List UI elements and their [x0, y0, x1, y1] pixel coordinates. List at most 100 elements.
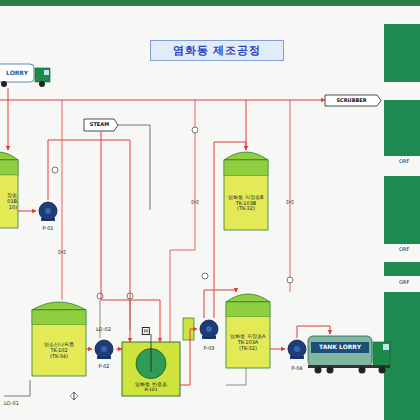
storage-tank: 염화동 저장조ATK-103A(TK-32) [226, 292, 270, 368]
side-panel [384, 176, 420, 244]
pump-casing [39, 202, 57, 220]
node-text-group: P-01 [36, 223, 60, 234]
tank-body [226, 302, 270, 368]
tank-body [32, 310, 86, 376]
steam-tag: STEAM [84, 119, 118, 131]
pump: P-01 [36, 200, 60, 234]
tag-outline [325, 95, 381, 106]
tag-label: ORF [399, 246, 409, 252]
pipe-connector [18, 211, 36, 212]
tag-label: LO-02 [96, 326, 111, 332]
truck-wheel [379, 367, 386, 374]
vent-pipe [170, 100, 195, 342]
side-panel [384, 100, 420, 156]
board-frame [0, 0, 420, 6]
pump-casing [95, 340, 113, 358]
truck-window [44, 70, 49, 75]
instrument-line [100, 300, 130, 338]
valve [287, 200, 293, 204]
node-text-group: SCRUBBER [326, 95, 377, 106]
storage-tank: 염화동 저장조BTK-103B(TK-32) [224, 150, 268, 230]
pump-casing [200, 320, 218, 338]
tank-outline [0, 150, 18, 228]
gauge [287, 277, 293, 283]
pump-eye [294, 346, 300, 352]
pipe-connector [8, 88, 9, 150]
tank-dome [226, 294, 270, 302]
pipe-connector [180, 329, 197, 385]
gauge [52, 167, 58, 173]
tag-outline [84, 119, 118, 131]
drain-line [226, 368, 246, 385]
node-text-group: P-04 [285, 361, 309, 376]
node-text-group: STEAM [85, 119, 114, 131]
pump-casing [288, 340, 306, 358]
node-text-group: LORRY [0, 64, 34, 82]
tag-label: ORF [399, 158, 409, 164]
pipe-connector [116, 349, 122, 350]
feed-pipe [62, 100, 63, 300]
lorry-truck: LORRY [0, 62, 52, 88]
valve [59, 250, 65, 254]
pipe-connector [246, 100, 325, 150]
tank-dome [224, 152, 268, 160]
node-label: P-04 [291, 366, 302, 372]
valve [70, 392, 78, 400]
pump-eye [206, 326, 212, 332]
tag-label: LO-01 [4, 400, 19, 406]
tank-outline [224, 150, 268, 230]
gauge [192, 127, 198, 133]
pump-eye [101, 346, 107, 352]
drain-line [4, 380, 30, 396]
node-label: 염화동 반응조 [135, 382, 166, 387]
node-label: P-01 [42, 226, 53, 232]
tag-label: M [142, 327, 150, 335]
node-label: LORRY [6, 70, 28, 77]
node-label: P-03 [203, 346, 214, 352]
node-label: TANK LORRY [319, 344, 361, 351]
truck-tank [308, 336, 372, 366]
truck-wheel [1, 81, 7, 87]
node-label: (TK-34) [50, 354, 68, 360]
truck-tank [0, 64, 34, 82]
pump: P-02 [92, 338, 116, 372]
node-text-group: 염화동 반응조R-101 [124, 379, 178, 395]
node-label: P-02 [98, 364, 109, 370]
pump: P-03 [197, 318, 221, 356]
tank-dome [0, 152, 18, 160]
tank-band [32, 310, 86, 325]
truck2-outline [308, 334, 392, 374]
side-panel [384, 262, 420, 276]
storage-tank: 염소산나트륨TK-102(TK-34) [32, 300, 86, 376]
tag-label: ORF [399, 279, 409, 285]
truck-wheel [315, 367, 322, 374]
node-label: STEAM [90, 122, 109, 128]
node-label: (TK-32) [237, 206, 255, 212]
steam-line [118, 125, 150, 210]
tank-dome [32, 302, 86, 310]
side-panel [384, 24, 420, 82]
truck-banner [311, 342, 369, 353]
node-text-group: 염화동 저장조BTK-103B(TK-32) [225, 179, 267, 228]
node-text-group: P-03 [197, 341, 221, 356]
truck-cab [35, 68, 50, 82]
tank-band [224, 160, 268, 175]
reactor-body [122, 342, 180, 396]
node-label: (TK-32) [239, 346, 257, 352]
gauge [127, 293, 133, 299]
truck-wheel [359, 367, 366, 374]
tank-body [0, 160, 18, 228]
node-text-group: TANK LORRY [311, 342, 369, 353]
truck-window [383, 344, 389, 350]
pipe-connector [270, 349, 285, 350]
node-text-group: 염소산나트륨TK-102(TK-34) [33, 327, 85, 374]
pipe-connector [86, 349, 92, 350]
storage-tank: 장조01B10) [0, 150, 18, 228]
tank-band [226, 302, 270, 317]
tank-lorry: TANK LORRY [308, 334, 392, 374]
pump-eye [45, 208, 51, 214]
truck-cab [373, 342, 390, 366]
node-text-group: 염화동 저장조ATK-103A(TK-32) [227, 319, 269, 366]
vent-header-pipe [0, 100, 246, 101]
